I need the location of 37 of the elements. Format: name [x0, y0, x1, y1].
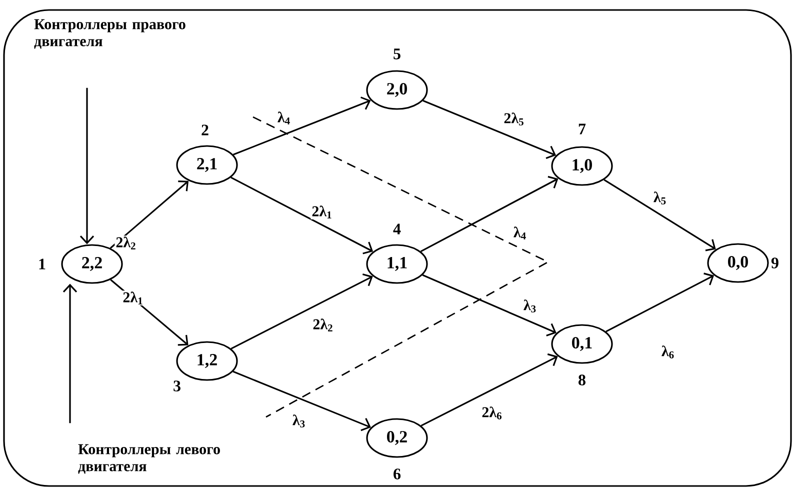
arrow	[422, 100, 556, 159]
arrow	[420, 176, 558, 252]
arrow	[420, 353, 558, 426]
edge-label: 2λ$_{5}$	[504, 112, 524, 126]
arrow	[422, 274, 556, 336]
state-number: 7	[578, 124, 586, 134]
arrow	[230, 273, 373, 350]
state-number: 1	[39, 258, 46, 270]
edge-label: λ$_{3}$	[524, 300, 536, 312]
edge-label: λ$_{4}$	[278, 112, 290, 124]
edge-label: λ$_{6}$	[662, 346, 674, 358]
edge-label: λ$_{3}$	[292, 414, 305, 428]
edge-label: 2λ$_{1}$	[312, 206, 332, 218]
state-number: 8	[578, 374, 586, 386]
controller-label: Контроллеры левого двигателя	[78, 444, 220, 474]
state-number: 9	[771, 258, 778, 268]
state-number: 2	[202, 124, 208, 136]
edge-label: 2λ$_{2}$	[116, 236, 136, 250]
arrow	[110, 279, 188, 346]
arrow	[230, 176, 374, 254]
arrow	[80, 88, 94, 244]
arrow	[232, 370, 371, 432]
arrow	[62, 284, 78, 424]
state-number: 3	[174, 380, 180, 392]
arrow	[604, 179, 716, 252]
edge-label: 2λ$_{1}$	[123, 292, 142, 304]
arrow	[232, 96, 371, 156]
state-number: 6	[394, 468, 401, 480]
edge-label: λ$_{4}$	[514, 226, 526, 240]
arrow	[606, 272, 714, 332]
state-number: 4	[393, 224, 401, 234]
edge-label: λ$_{5}$	[654, 192, 666, 204]
edge-label: 2λ$_{6}$	[482, 406, 502, 420]
state-number: 5	[394, 48, 400, 60]
controller-label: Контроллеры правого двигателя	[34, 19, 186, 49]
arrow	[110, 180, 189, 249]
edge-label: 2λ$_{2}$	[313, 318, 332, 332]
